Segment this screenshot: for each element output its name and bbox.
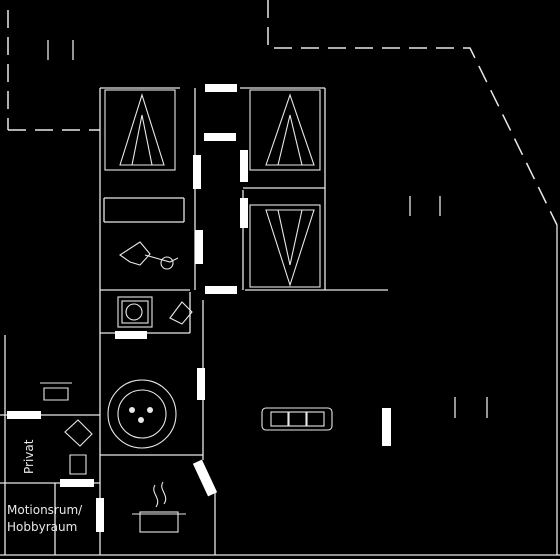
room-label-hobby-line1: Motionsrum/ [7,503,83,517]
steam-pot-icon [132,481,186,533]
room-label-privat: Privat [22,439,36,474]
hot-tub-icon [107,379,177,449]
wardrobe-fixtures [104,89,321,288]
shower-icon [119,241,179,270]
chair-icon [169,301,193,325]
washer-icon [117,296,153,328]
bed-icon [64,419,93,475]
room-label-hobby-line2: Hobbyraum [7,520,77,534]
doors [7,84,391,532]
sofa-icon [261,407,333,431]
chair-icon [40,382,72,401]
